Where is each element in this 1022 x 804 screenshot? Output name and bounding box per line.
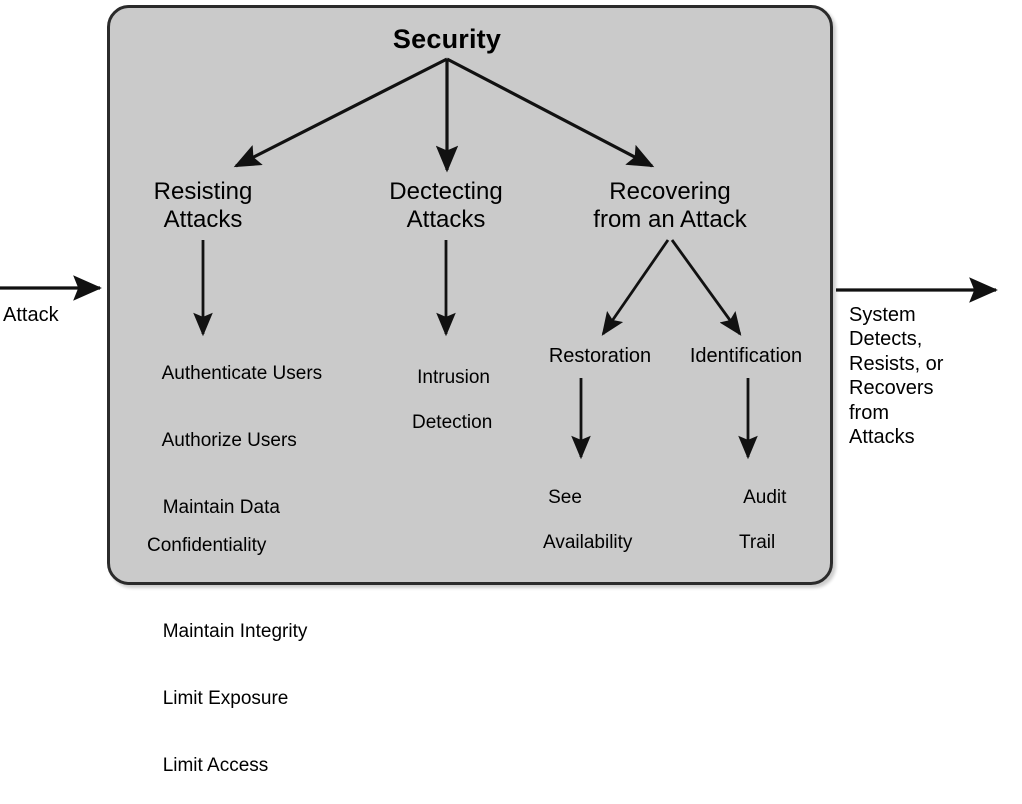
branch-label-dectecting-attacks: Dectecting Attacks — [389, 178, 503, 234]
leaf-line1: See — [548, 487, 582, 509]
list-item-line1: Limit Exposure — [162, 688, 289, 709]
diagram-canvas: Security Resisting Attacks Dectecting At… — [0, 5, 998, 775]
branch-label-resisting-attacks: Resisting Attacks — [153, 178, 253, 234]
list-item: Limit Exposure — [131, 670, 322, 727]
node-label-identification: Identification — [689, 345, 803, 367]
list-item-line1: Maintain Integrity — [162, 621, 308, 642]
list-item-line1: Maintain Data — [162, 497, 280, 518]
leaf-intrusion-detection: Intrusion Detection — [396, 345, 492, 479]
list-item: Maintain Integrity — [131, 603, 322, 660]
leaf-see-availability: See Availability — [527, 465, 632, 599]
resisting-attacks-control-list: Authenticate Users Authorize Users Maint… — [131, 345, 322, 804]
list-item: Authorize Users — [131, 412, 322, 469]
diagram-title-security: Security — [392, 24, 502, 54]
list-item-line1: Limit Access — [162, 755, 269, 776]
list-item-line2: Confidentiality — [147, 535, 267, 556]
list-item-line1: Authorize Users — [161, 430, 297, 451]
list-item: Limit Access — [131, 737, 322, 794]
leaf-line2: Availability — [543, 532, 633, 554]
leaf-line1: Audit — [743, 487, 787, 509]
output-label-system-outcome: System Detects, Resists, or Recovers fro… — [849, 304, 944, 448]
list-item: Authenticate Users — [131, 345, 323, 402]
input-label-attack: Attack — [3, 304, 59, 326]
leaf-line2: Trail — [739, 532, 776, 554]
leaf-line2: Detection — [412, 412, 493, 434]
node-label-restoration: Restoration — [548, 345, 652, 367]
leaf-audit-trail: Audit Trail — [723, 465, 786, 599]
list-item-line1: Authenticate Users — [161, 363, 323, 384]
branch-label-recovering-from-an-attack: Recovering from an Attack — [593, 178, 747, 234]
leaf-line1: Intrusion — [417, 367, 490, 389]
list-item: Maintain Data Confidentiality — [131, 479, 322, 593]
